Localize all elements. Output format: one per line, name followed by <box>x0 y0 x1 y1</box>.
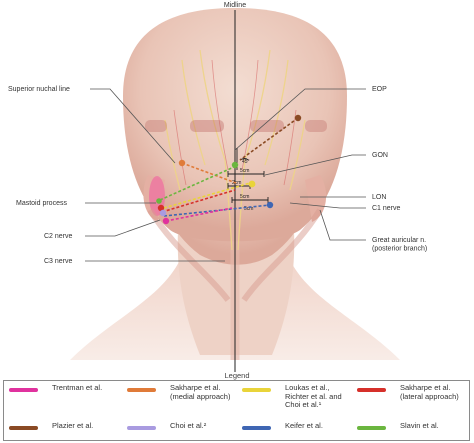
label-c3-nerve: C3 nerve <box>44 258 73 265</box>
legend-label: Trentman et al. <box>52 383 103 392</box>
legend-item: Loukas et al., Richter et al. and Choi e… <box>242 383 342 410</box>
legend-item: Choi et al.² <box>127 421 207 431</box>
legend-item: Keifer et al. <box>242 421 323 431</box>
legend-item: Plazier et al. <box>9 421 94 431</box>
legend-swatch <box>242 388 271 392</box>
point-plazier <box>294 114 302 122</box>
measurement-brackets <box>227 148 269 203</box>
legend-label: Sakharpe et al. (medial approach) <box>170 383 231 401</box>
point-choi2 <box>159 209 167 217</box>
legend-item: Sakharpe et al. (lateral approach) <box>357 383 459 401</box>
label-superior-nuchal-line: Superior nuchal line <box>8 86 70 93</box>
label-gon: GON <box>372 152 388 159</box>
measure-cm2: 2cm <box>232 180 241 186</box>
midline-label: Midline <box>224 2 246 9</box>
legend-swatch <box>127 388 156 392</box>
point-sakharpe-medial <box>178 159 186 167</box>
legend-item: Slavin et al. <box>357 421 439 431</box>
label-mastoid-process: Mastoid process <box>16 200 67 207</box>
legend-item: Sakharpe et al. (medial approach) <box>127 383 231 401</box>
label-lon: LON <box>372 194 386 201</box>
legend-swatch <box>9 426 38 430</box>
point-trentman <box>162 217 170 225</box>
legend-title: Legend <box>224 371 250 380</box>
label-great-auricular: Great auricular n. (posterior branch) <box>372 237 428 253</box>
legend-swatch <box>242 426 271 430</box>
legend-label: Sakharpe et al. (lateral approach) <box>400 383 459 401</box>
point-keifer <box>266 201 274 209</box>
legend-swatch <box>357 426 386 430</box>
point-slavin-lateral <box>156 198 162 204</box>
measure-angle: 45° <box>242 159 250 165</box>
label-c2-nerve: C2 nerve <box>44 233 73 240</box>
legend-label: Plazier et al. <box>52 421 94 430</box>
label-c1-nerve: C1 nerve <box>372 205 401 212</box>
leader-lines <box>85 88 366 262</box>
point-loukas <box>248 180 256 188</box>
point-slavin <box>231 161 239 169</box>
label-eop: EOP <box>372 86 387 93</box>
legend-label: Choi et al.² <box>170 421 207 430</box>
legend-item: Trentman et al. <box>9 383 103 393</box>
legend-swatch <box>127 426 156 430</box>
legend-swatch <box>357 388 386 392</box>
measure-cm3: 5cm <box>240 194 249 200</box>
legend-label: Slavin et al. <box>400 421 439 430</box>
legend-label: Keifer et al. <box>285 421 323 430</box>
injection-points <box>156 114 302 225</box>
legend-label: Loukas et al., Richter et al. and Choi e… <box>285 383 342 409</box>
approach-arrows <box>159 117 299 222</box>
legend: Trentman et al. Sakharpe et al. (medial a… <box>3 380 470 441</box>
measure-cm4: 5cm <box>244 206 253 212</box>
point-sakharpe-lateral <box>157 204 165 212</box>
legend-swatch <box>9 388 38 392</box>
measure-cm1: 5cm <box>240 168 249 174</box>
